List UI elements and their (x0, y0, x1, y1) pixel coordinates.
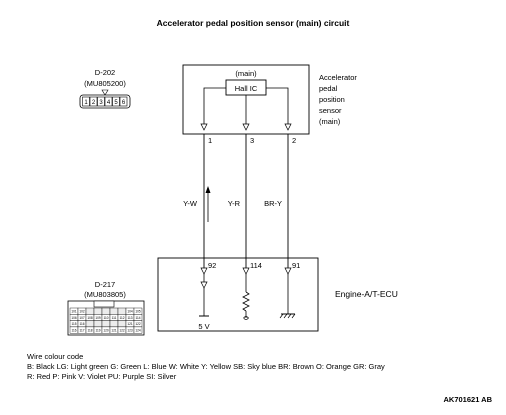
ic-lead-pin1 (203, 87, 226, 124)
connector-d202-name: D-202 (95, 68, 115, 77)
connector-d217-pin-number: 118 (87, 328, 92, 332)
wire-colour-code-line: B: Black LG: Light green G: Green L: Blu… (27, 362, 385, 371)
connector-d217-cell (93, 307, 103, 315)
connector-d217-cell (133, 326, 143, 334)
sensor-pin-label: 1 (208, 136, 212, 145)
sensor-name-line: Accelerator (319, 73, 357, 82)
connector-d217-pin-number: 119 (95, 328, 100, 332)
pin-arrow-2 (284, 123, 292, 131)
connector-d217-pin-number: 110 (103, 316, 108, 320)
connector-d217-cell (117, 307, 127, 315)
connector-d217-pin-number: 117 (79, 328, 84, 332)
wire-colour-code-line: R: Red P: Pink V: Violet PU: Purple SI: … (27, 372, 177, 381)
connector-d217-cell (109, 307, 119, 315)
connector-d217-pin-number: 124 (135, 328, 141, 332)
ecu-box (157, 257, 319, 332)
connector-d217-pin-number: 122 (135, 322, 141, 326)
signal-direction-arrow (205, 186, 211, 222)
ecu-pin-label: 92 (208, 261, 216, 270)
ecu-pin-label: 114 (250, 261, 262, 270)
hall-ic-label: Hall IC (235, 84, 258, 93)
connector-pin-cell (97, 96, 105, 107)
connector-d217-pin-number: 121 (111, 328, 117, 332)
ecu-pin-arrow (200, 267, 208, 275)
connector-d217-cell (101, 307, 111, 315)
wire-color-label: Y-W (183, 199, 198, 208)
connector-d217-cell (117, 320, 127, 328)
connector-pin-number: 3 (99, 100, 103, 106)
connector-d217-pin-number: 109 (95, 316, 101, 320)
wire-color-label: Y-R (228, 199, 241, 208)
connector-d217-latch (93, 300, 115, 308)
connector-d217-pin-number: 108 (87, 316, 93, 320)
connector-d217-pin-number: 104 (127, 310, 133, 314)
connector-d217-part: (MU803805) (84, 290, 126, 299)
ic-lead-pin2 (266, 87, 289, 124)
connector-pin-number: 5 (114, 100, 118, 106)
connector-d202-latch-icon (101, 89, 109, 96)
wire-colour-code-heading: Wire colour code (27, 352, 83, 361)
connector-d217-pin-number: 120 (103, 328, 109, 332)
connector-pin-cell (104, 96, 113, 107)
sensor-name-line: position (319, 95, 345, 104)
connector-d217-pin-number: 116 (79, 322, 84, 326)
supply-voltage-label: 5 V (198, 322, 209, 331)
connector-pin-number: 2 (92, 100, 96, 106)
sensor-name-line: sensor (319, 106, 342, 115)
connector-d217-cell (85, 320, 95, 328)
connector-d217-pin-number: 116 (71, 328, 76, 332)
ecu-name: Engine-A/T-ECU (335, 289, 398, 299)
connector-d217-pin-number: 101 (71, 310, 77, 314)
connector-d217-pin-number: 102 (79, 310, 85, 314)
sensor-pin-label: 2 (292, 136, 296, 145)
connector-d217-pin-number: 121 (127, 322, 133, 326)
connector-d202-pins: 1 2 3 4 5 6 (82, 96, 128, 107)
pin-arrow-1 (200, 123, 208, 131)
connector-d217-pin-number: 114 (135, 316, 140, 320)
connector-d217-pin-number: 115 (71, 322, 76, 326)
sensor-pin-label: 3 (250, 136, 254, 145)
connector-pin-number: 4 (107, 100, 111, 106)
sensor-name-line: pedal (319, 84, 338, 93)
connector-d217-pin-number: 123 (127, 328, 133, 332)
wire-color-label: BR-Y (264, 199, 282, 208)
connector-d217-pin-number: 122 (119, 328, 125, 332)
ecu-pin-arrow (284, 267, 292, 275)
connector-d217-cell (101, 320, 111, 328)
connector-d217-pin-number: 113 (127, 316, 132, 320)
connector-pin-number: 6 (122, 100, 126, 106)
pin-arrow-3 (242, 123, 250, 131)
connector-d202-graphic: 1 2 3 4 5 6 (79, 94, 131, 109)
ecu-pin-arrow (242, 267, 250, 275)
pull-resistor-symbol (242, 274, 250, 320)
sensor-name-line: (main) (319, 117, 341, 126)
connector-d217-cell (109, 320, 119, 328)
connector-pin-cell (119, 96, 128, 107)
connector-pin-cell (89, 96, 98, 107)
connector-d217-pin-number: 112 (119, 316, 124, 320)
connector-d217-pin-number: 105 (135, 310, 141, 314)
figure-code: AK701621 AB (444, 395, 493, 404)
connector-pin-cell (82, 96, 90, 107)
ground-symbol (279, 274, 296, 319)
connector-pin-cell (112, 96, 120, 107)
connector-d217-pin-number: 111 (112, 316, 117, 320)
sensor-name: Accelerator pedal position sensor (main) (319, 73, 357, 126)
connector-d217-name: D-217 (95, 280, 115, 289)
connector-pin-number: 1 (84, 100, 88, 106)
connector-d217-cell (93, 320, 103, 328)
ecu-pin-label: 91 (292, 261, 300, 270)
connector-d217-cell (85, 307, 95, 315)
diagram-title: Accelerator pedal position sensor (main)… (157, 18, 350, 28)
sensor-tag: (main) (235, 69, 257, 78)
connector-d217-pin-number: 107 (79, 316, 85, 320)
connector-d202-part: (MU805200) (84, 79, 126, 88)
connector-d217-pin-number: 106 (71, 316, 77, 320)
supply-5v-symbol (199, 274, 209, 317)
